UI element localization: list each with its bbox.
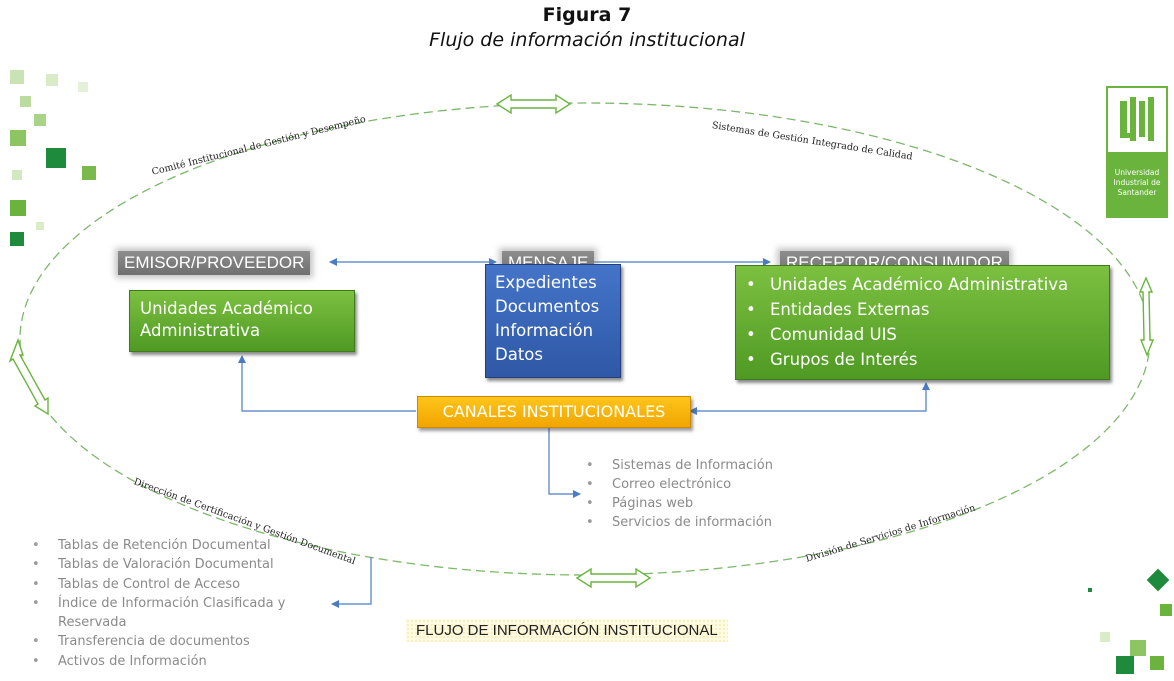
documental-list: Tablas de Retención Documental Tablas de…: [28, 536, 318, 671]
emisor-box-line1: Unidades Académico: [140, 299, 313, 318]
role-emisor: EMISOR/PROVEEDOR: [118, 251, 311, 275]
ring-double-arrow-bottom: [575, 567, 652, 589]
receptor-box: Unidades Académico Administrativa Entida…: [735, 265, 1110, 380]
uis-monogram-icon: [1120, 97, 1154, 141]
uis-logo-line: Universidad: [1114, 168, 1160, 177]
canales-item: Páginas web: [582, 494, 773, 513]
documental-item: Índice de Información Clasificada y Rese…: [28, 594, 318, 633]
canales-item: Correo electrónico: [582, 475, 773, 494]
canales-list: Sistemas de Información Correo electróni…: [582, 456, 773, 532]
connector-documental: [331, 557, 372, 608]
uis-logo-line: Santander: [1117, 188, 1157, 197]
uis-logo: Universidad Industrial de Santander: [1106, 86, 1168, 218]
uis-logo-text: Universidad Industrial de Santander: [1106, 154, 1168, 218]
canales-item: Sistemas de Información: [582, 456, 773, 475]
canales-item: Servicios de información: [582, 513, 773, 532]
uis-logo-line: Industrial de: [1113, 178, 1161, 187]
ring-double-arrow-right: [1138, 276, 1155, 357]
canales-box: CANALES INSTITUCIONALES: [417, 396, 691, 428]
figure-subtitle: Flujo de información institucional: [429, 29, 745, 51]
mensaje-item: Documentos: [495, 297, 600, 316]
mensaje-item: Datos: [495, 345, 543, 364]
documental-item: Activos de Información: [28, 652, 318, 672]
uis-logo-mark: [1106, 86, 1168, 154]
ring-double-arrow-top: [495, 93, 572, 115]
documental-item: Transferencia de documentos: [28, 632, 318, 652]
receptor-item: Comunidad UIS: [736, 322, 1109, 347]
connector-canales-receptor: [689, 382, 930, 415]
emisor-box: Unidades Académico Administrativa: [129, 290, 355, 352]
receptor-item: Entidades Externas: [736, 297, 1109, 322]
figure-title: Figura 7: [542, 4, 632, 26]
documental-item: Tablas de Retención Documental: [28, 536, 318, 556]
emisor-box-line2: Administrativa: [140, 321, 261, 340]
mensaje-item: Expedientes: [495, 273, 597, 292]
receptor-item: Unidades Académico Administrativa: [736, 272, 1109, 297]
connector-canales-list: [548, 427, 581, 498]
connector-canales-emisor: [238, 355, 416, 412]
mensaje-box: Expedientes Documentos Información Datos: [485, 264, 621, 378]
documental-item: Tablas de Control de Acceso: [28, 575, 318, 595]
receptor-list: Unidades Académico Administrativa Entida…: [736, 272, 1109, 372]
documental-item: Tablas de Valoración Documental: [28, 555, 318, 575]
footer-label: FLUJO DE INFORMACIÓN INSTITUCIONAL: [406, 619, 728, 642]
mensaje-item: Información: [495, 321, 594, 340]
receptor-item: Grupos de Interés: [736, 347, 1109, 372]
ring-double-arrow-left: [8, 337, 49, 416]
